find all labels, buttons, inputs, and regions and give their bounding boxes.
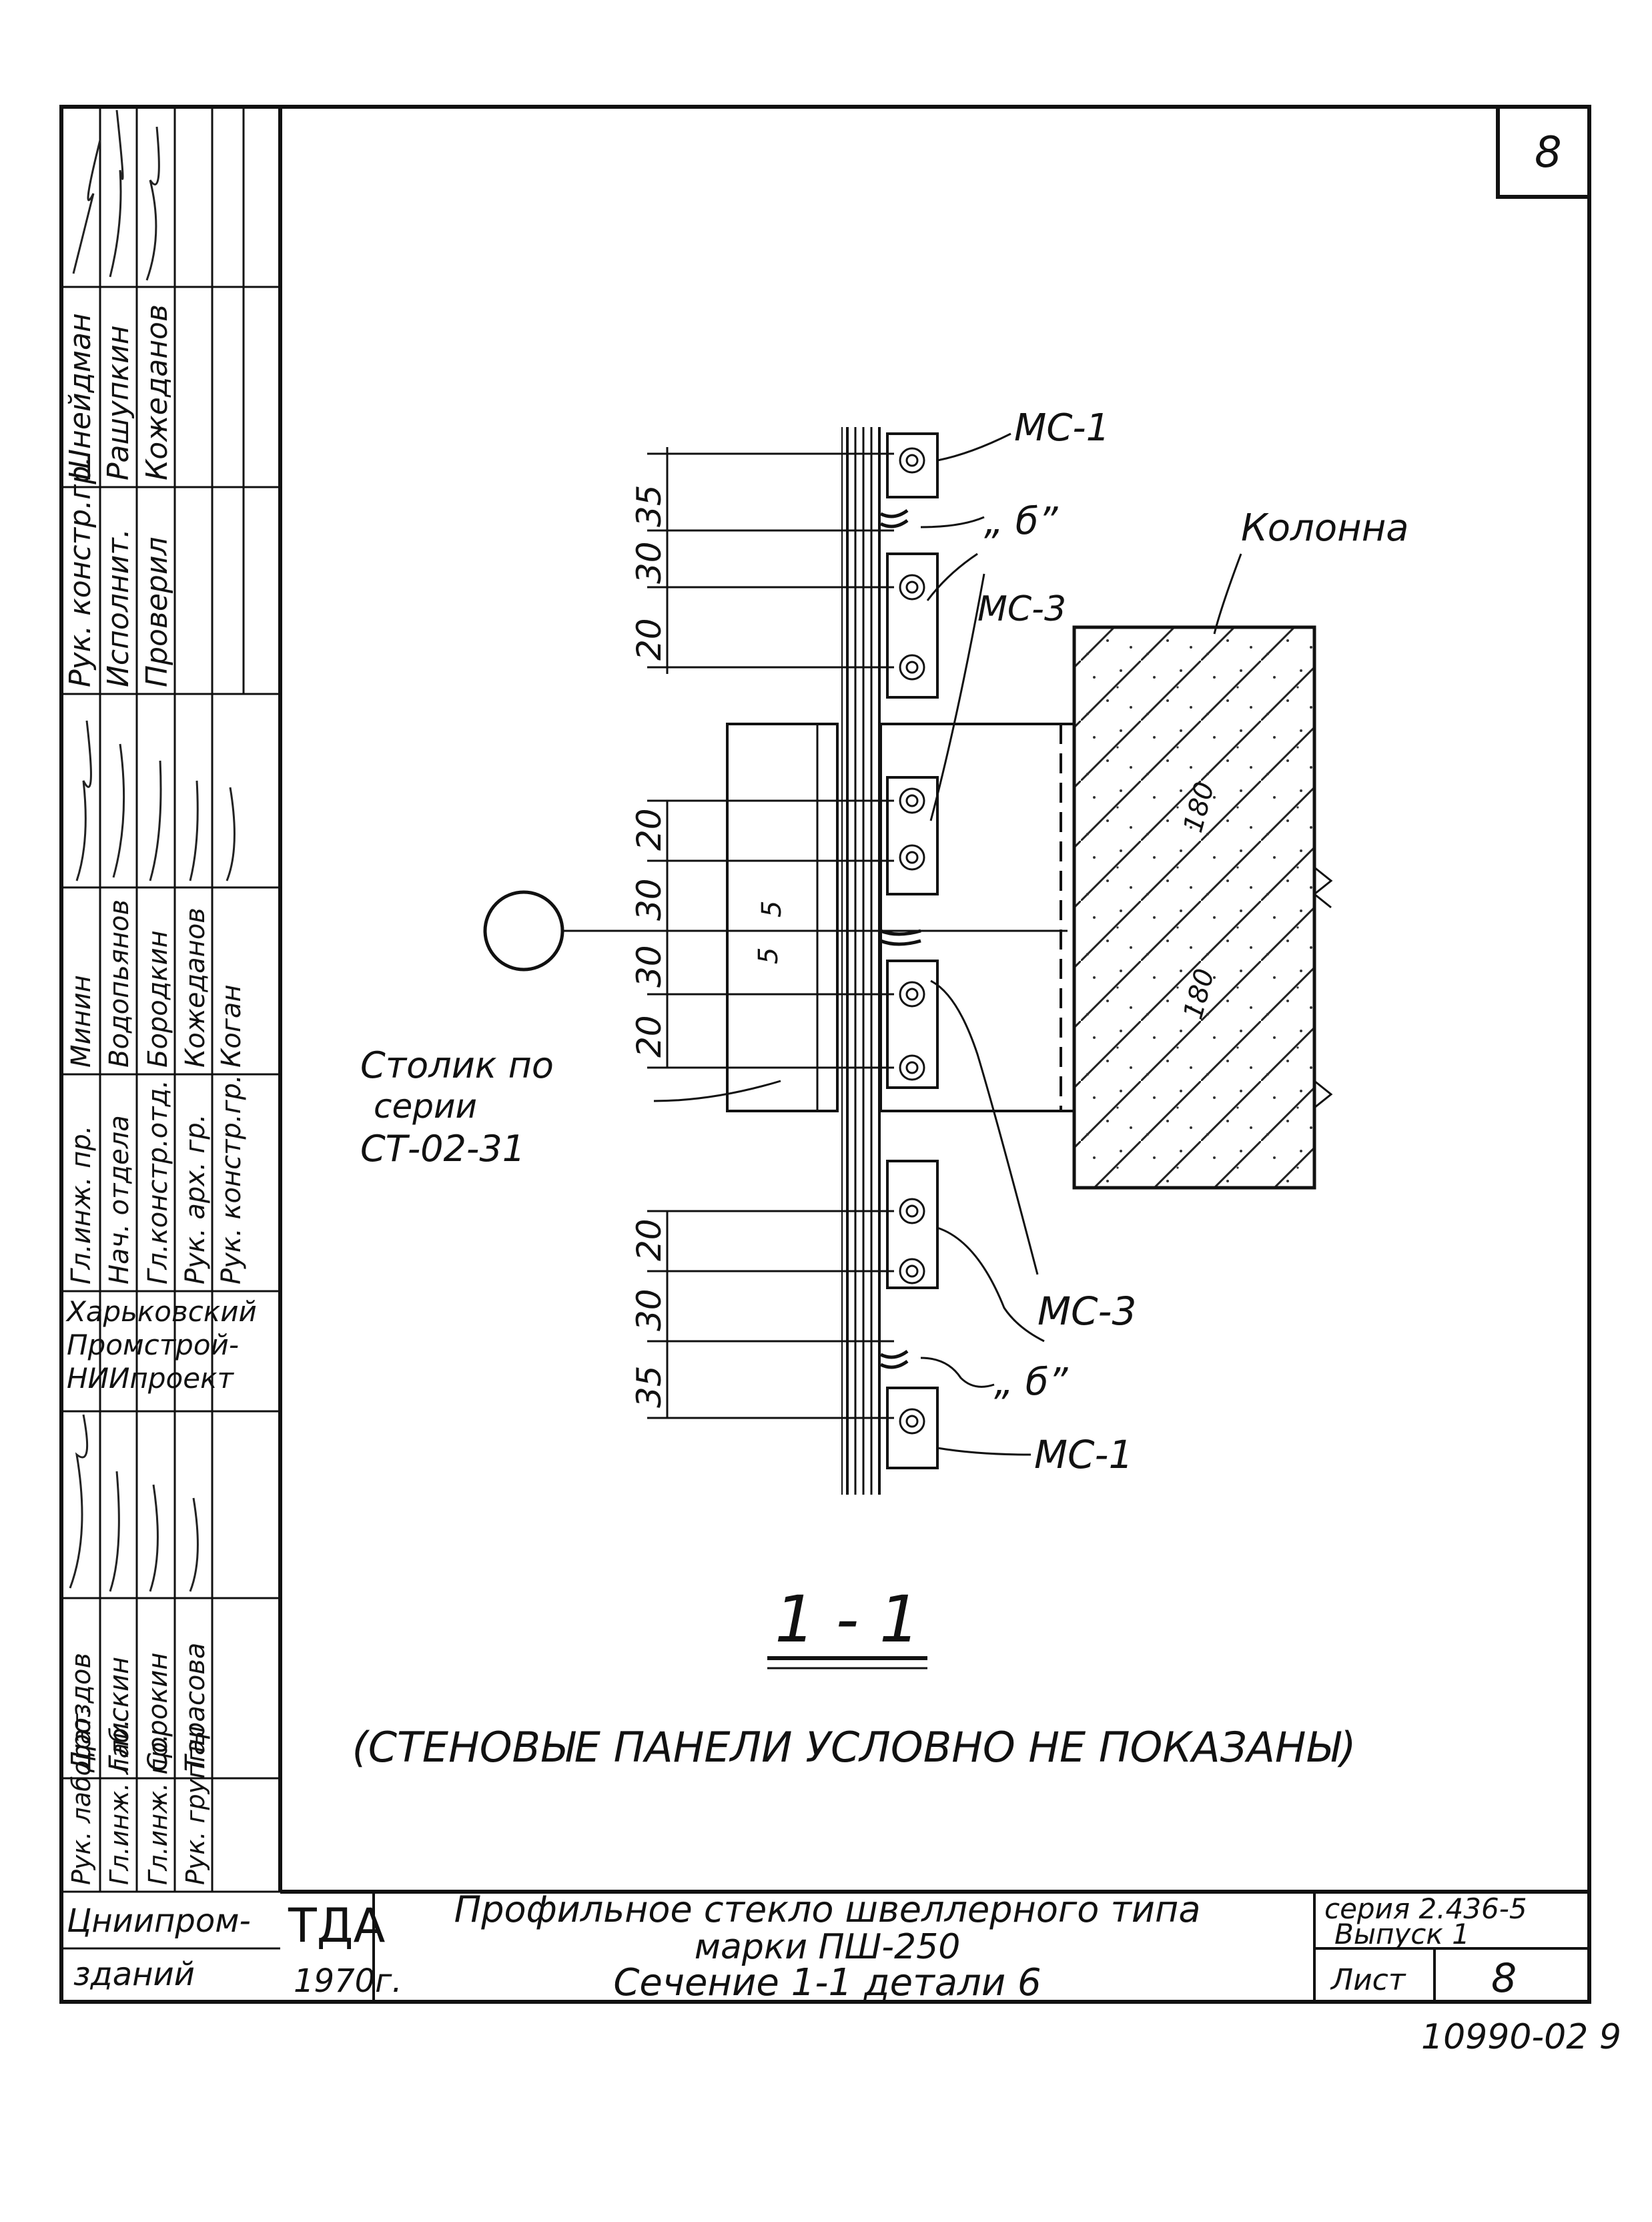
axis-bubble	[483, 890, 564, 972]
stamp-role: Рук. арх. гр.	[180, 1114, 211, 1284]
section-note: (СТЕНОВЫЕ ПАНЕЛИ УСЛОВНО НЕ ПОКАЗАНЫ)	[352, 1723, 1356, 1772]
stamp-name: Коган	[216, 984, 247, 1068]
leader-lines	[653, 432, 1242, 1456]
title-mark: ТДА	[288, 1898, 385, 1953]
dim-label: 20	[630, 1218, 669, 1261]
stamp-role: Проверил	[140, 536, 174, 687]
corner-number: 8	[1535, 128, 1562, 177]
stamp-role: Исполнит.	[101, 528, 135, 687]
signature	[72, 109, 160, 281]
stamp-org: Промстрой-	[67, 1329, 239, 1361]
sheet-frame	[59, 105, 1591, 2004]
label-table-note: Столик по	[360, 1044, 554, 1086]
column-section	[1072, 625, 1316, 1190]
section-drawing: 180 180	[352, 406, 1409, 1772]
stamp-role: Рук. лаборат.	[67, 1706, 96, 1885]
support-table	[726, 723, 839, 1112]
title-block: ТДА 1970г. Профильное стекло швеллерного…	[280, 1888, 1589, 2004]
corner-number-box	[1496, 105, 1591, 199]
label-table-note: СТ-02-31	[360, 1128, 525, 1170]
stamp-name: Шнейдман	[63, 313, 97, 480]
stamp-role: Нач. отдела	[104, 1115, 135, 1284]
stamp-name: Водопьянов	[104, 899, 135, 1068]
stamp-name: Глискин	[104, 1657, 135, 1772]
break-line	[1312, 866, 1333, 1109]
stamp-role: Рук. констр.гр.	[216, 1074, 247, 1284]
left-stamp: Рук. констр.гр. Исполнит. Проверил Шнейд…	[61, 107, 280, 1993]
dim-label: 30	[630, 541, 669, 584]
stamp-name: Минин	[66, 975, 97, 1068]
sheet-label: Лист	[1330, 1963, 1406, 1997]
dim-label: 35	[630, 484, 669, 527]
sheet-number: 8	[1491, 1955, 1517, 2002]
stamp-role: Рук. констр.гр.	[63, 456, 97, 687]
stamp-name: Кожеданов	[140, 304, 174, 480]
stamp-name: Кожеданов	[180, 907, 211, 1068]
bottom-code: 10990-02 9	[1421, 2017, 1621, 2057]
stamp-role: Гл.инж. лаб.	[105, 1719, 134, 1885]
stamp-org: НИИпроект	[67, 1362, 234, 1395]
signature	[69, 1414, 199, 1592]
label-mc1-top: МС-1	[1014, 406, 1110, 450]
seals	[879, 508, 921, 1369]
dim-label-small: 5	[757, 901, 787, 917]
signature	[75, 720, 236, 881]
title-line: Профильное стекло швеллерного типа	[454, 1888, 1201, 1930]
title-year: 1970г.	[294, 1962, 402, 2000]
stamp-name: Бородкин	[143, 930, 173, 1068]
dimension-lines	[647, 447, 894, 1419]
label-table-note: серии	[374, 1087, 477, 1126]
title-line: марки ПШ-250	[695, 1927, 961, 1967]
label-column: Колонна	[1241, 506, 1409, 550]
stamp-name: Рашупкин	[101, 325, 135, 480]
stamp-org: зданий	[73, 1956, 195, 1993]
glass-panel-stack	[841, 427, 881, 1495]
label-mc3-bottom: МС-3	[1038, 1288, 1136, 1334]
stamp-name: Дроздов	[66, 1653, 97, 1773]
label-b-top: „ б”	[984, 500, 1058, 543]
stamp-org: Харьковский	[65, 1295, 257, 1328]
issue-label: Выпуск 1	[1334, 1918, 1470, 1950]
label-mc1-bottom: МС-1	[1034, 1432, 1133, 1477]
stamp-role: Гл.инж. пр.	[66, 1126, 97, 1284]
stamp-role: Рук. группы	[181, 1726, 210, 1885]
series-label: серия 2.436-5	[1324, 1892, 1527, 1925]
label-mc3-top: МС-3	[977, 589, 1066, 629]
dim-label: 20	[630, 1015, 669, 1058]
dim-label: 30	[630, 878, 669, 921]
bolts	[899, 447, 925, 1435]
stamp-role: Гл.констр.отд.	[143, 1080, 173, 1284]
dim-label: 35	[630, 1365, 669, 1408]
clip-brackets	[886, 432, 939, 1469]
dim-label: 20	[630, 618, 669, 661]
section-title: 1 - 1	[775, 1582, 920, 1657]
dim-label: 30	[630, 1288, 669, 1331]
stamp-name: Тарасова	[180, 1643, 211, 1772]
dim-label: 30	[630, 945, 669, 988]
title-line: Сечение 1-1 детали 6	[613, 1961, 1041, 2004]
dim-label-small: 5	[753, 948, 784, 964]
label-b-bottom: „ б”	[994, 1361, 1068, 1404]
stamp-org: Цниипром-	[67, 1902, 251, 1940]
stamp-role: Гл.инж. пр.	[143, 1734, 173, 1885]
stamp-name: Сорокин	[143, 1652, 173, 1772]
dim-label: 20	[630, 808, 669, 851]
